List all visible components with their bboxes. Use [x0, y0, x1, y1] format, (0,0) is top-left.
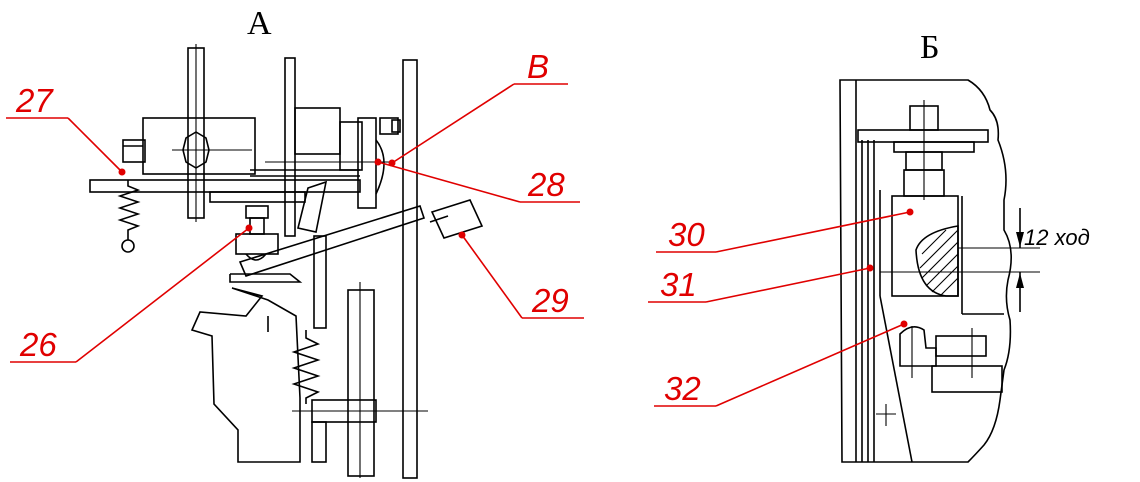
lower-spring	[291, 330, 321, 404]
svg-text:26: 26	[19, 326, 57, 363]
cam-block	[891, 195, 959, 297]
callout-26: 26	[10, 224, 253, 363]
adjusting-screw	[245, 205, 269, 219]
view-a-assembly	[89, 44, 484, 479]
svg-text:30: 30	[668, 216, 705, 253]
latch	[899, 326, 937, 367]
svg-text:28: 28	[527, 166, 565, 203]
horizontal-rail	[89, 179, 361, 193]
lower-body	[190, 287, 301, 463]
svg-text:32: 32	[664, 370, 701, 407]
dimension-label: 12 ход	[1024, 225, 1090, 250]
callout-28: 28	[374, 158, 580, 203]
rod-end-block	[430, 199, 484, 239]
callout-29: 29	[458, 231, 584, 319]
callout-31: 31	[648, 264, 874, 303]
svg-text:29: 29	[531, 282, 569, 319]
lever-link	[297, 180, 328, 233]
svg-text:27: 27	[15, 82, 54, 119]
frame-bar-right	[402, 59, 418, 479]
view-a-title: А	[247, 5, 272, 42]
spring-27	[117, 180, 141, 240]
view-b-assembly: 12 ход	[839, 79, 1090, 463]
callout-30: 30	[656, 208, 914, 253]
frame-plate-middle	[284, 57, 296, 237]
hatch	[919, 229, 959, 297]
callout-b: B	[388, 48, 568, 167]
top-plate	[857, 129, 989, 143]
view-b-title: Б	[920, 29, 940, 66]
view-b-outline	[839, 79, 1012, 463]
svg-text:B: B	[527, 48, 549, 85]
inclined-rod	[238, 205, 426, 277]
callout-27: 27	[6, 82, 126, 176]
svg-text:31: 31	[660, 266, 697, 303]
callout-32: 32	[654, 320, 908, 407]
